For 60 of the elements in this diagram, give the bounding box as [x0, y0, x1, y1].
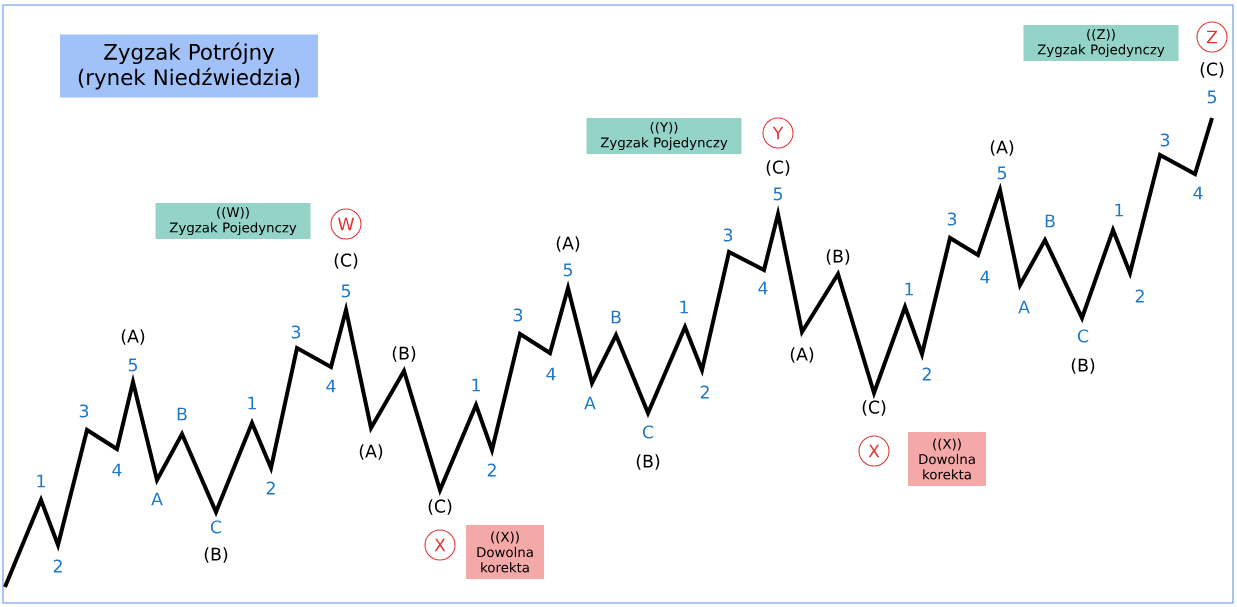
wave-number: 2: [53, 559, 62, 573]
wave-label: (C): [1200, 62, 1224, 78]
wave-number: B: [611, 310, 621, 324]
wave-number: B: [177, 407, 187, 421]
wave-number: A: [1018, 300, 1030, 314]
wave-label: (C): [766, 160, 790, 176]
wave-number: 3: [79, 404, 89, 418]
wave-number: 2: [1135, 289, 1144, 303]
wave-number: 5: [563, 263, 572, 277]
wave-label: (A): [121, 329, 145, 345]
label-box: ((Y)) Zygzak Pojedynczy: [586, 118, 742, 154]
wave-number: 3: [291, 325, 301, 339]
wave-number: C: [642, 425, 654, 439]
wave-number: 2: [266, 481, 275, 495]
wave-label: (B): [826, 249, 850, 265]
wave-number: 1: [472, 378, 480, 392]
wave-number: 3: [947, 212, 957, 226]
wave-number: 4: [980, 270, 990, 284]
wave-number: A: [151, 492, 163, 506]
wave-number: 1: [248, 396, 256, 410]
wave-label: (B): [204, 547, 228, 563]
wave-number: 5: [997, 166, 1006, 180]
label-box: ((Z)) Zygzak Pojedynczy: [1023, 25, 1179, 61]
wave-number: B: [1045, 214, 1055, 228]
wave-number: 3: [513, 308, 523, 322]
wave-number: 4: [326, 379, 336, 393]
wave-label: (C): [862, 400, 886, 416]
wave-number: 2: [700, 385, 709, 399]
wave-number: 5: [341, 284, 350, 298]
label-box: ((W)) Zygzak Pojedynczy: [155, 203, 311, 239]
wave-number: C: [1077, 329, 1089, 343]
wave-number: 2: [922, 367, 931, 381]
wave-number: 3: [723, 228, 733, 242]
wave-number: C: [210, 520, 222, 534]
wave-number: 2: [487, 463, 496, 477]
wave-number: 1: [680, 300, 688, 314]
wave-label: (A): [990, 140, 1014, 156]
wave-number: 4: [1193, 186, 1203, 200]
wave-label: (A): [790, 347, 814, 363]
wave-number: 5: [128, 358, 137, 372]
wave-number: 1: [37, 474, 45, 488]
wave-label: (A): [359, 444, 383, 460]
wave-label: (C): [428, 499, 452, 515]
wave-number: 4: [112, 463, 122, 477]
wave-number: 4: [546, 367, 556, 381]
wave-label: (C): [334, 253, 358, 269]
label-box: ((X)) Dowolna korekta: [908, 432, 986, 486]
wave-number: 1: [1115, 203, 1123, 217]
wave-label: (B): [1071, 358, 1095, 374]
wave-label: (B): [636, 454, 660, 470]
wave-number: 5: [773, 187, 782, 201]
label-box: ((X)) Dowolna korekta: [466, 525, 544, 579]
wave-label: (B): [392, 346, 416, 362]
wave-number: A: [584, 396, 596, 410]
wave-number: 4: [758, 281, 768, 295]
wave-number: 3: [1160, 133, 1170, 147]
wave-label: (A): [556, 236, 580, 252]
title-box: Zygzak Potrójny (rynek Niedźwiedzia): [60, 34, 318, 98]
wave-number: 5: [1207, 90, 1216, 104]
wave-number: 1: [905, 282, 913, 296]
